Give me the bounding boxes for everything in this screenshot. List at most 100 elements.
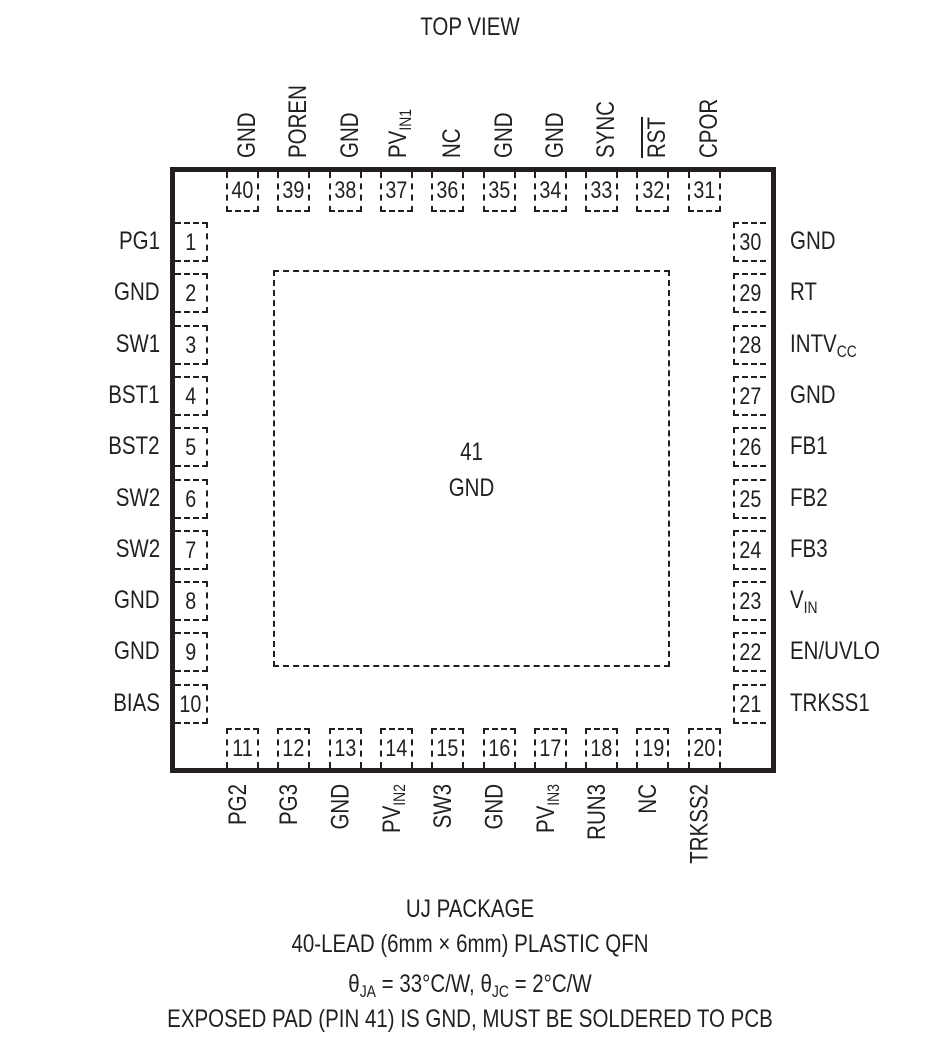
pin-name-text: SW3 (429, 784, 458, 829)
pin-name: SW2 (116, 535, 160, 563)
pin-name-text: PV (531, 805, 560, 834)
pin-number: 3 (185, 331, 196, 359)
pin-number: 25 (739, 485, 762, 513)
pin-2-pad: 2 (175, 273, 208, 314)
pin-name: TRKSS1 (790, 689, 870, 717)
pin-name-text: FB2 (790, 483, 828, 512)
pin-1-pad: 1 (175, 222, 208, 262)
pin-32-pad: 32 (636, 172, 670, 212)
pin-name: INTVCC (790, 330, 857, 361)
pin-34-pad: 34 (533, 172, 567, 212)
pin-name-text: TRKSS1 (790, 688, 870, 717)
pin-35-pad: 35 (482, 172, 516, 212)
pin-number: 31 (693, 177, 716, 204)
pin-number: 35 (488, 177, 510, 204)
pin-14-pad: 14 (379, 728, 413, 768)
pin-number: 40 (231, 177, 254, 204)
pin-10-pad: 10 (175, 683, 208, 724)
pin-38-label: GND (329, 112, 364, 158)
pin-name: PG1 (119, 227, 160, 255)
pin-18-label: RUN3 (583, 784, 619, 840)
pin-name-text: NC (634, 784, 663, 814)
pin-38-pad: 38 (328, 172, 362, 212)
pin-name-text: RUN3 (583, 784, 612, 840)
pin-number: 7 (185, 536, 196, 564)
pin-28-label: INTVCC (790, 330, 857, 361)
pin-number: 38 (334, 177, 357, 204)
pin-34-label: GND (534, 112, 569, 158)
theta-jc-symbol: θ (480, 970, 492, 998)
pin-name-text: NC (438, 128, 467, 158)
pin-name-text: RT (790, 278, 817, 307)
pin-name-text: BST1 (108, 380, 160, 409)
qfn-package-outline (170, 167, 776, 773)
pin-name: RST (643, 117, 671, 158)
pin-number: 11 (232, 735, 253, 762)
pin-18-pad: 18 (585, 728, 619, 768)
pin-28-pad: 28 (733, 324, 766, 365)
pin-number: 28 (739, 331, 762, 359)
pin-24-label: FB3 (790, 536, 828, 562)
pin-number: 8 (185, 588, 196, 616)
pin-name-text: FB1 (790, 432, 828, 461)
pin-13-pad: 13 (328, 728, 362, 768)
pin-26-pad: 26 (733, 427, 766, 468)
pin-39-label: POREN (277, 85, 312, 158)
pin-name-text: BIAS (113, 688, 160, 717)
pin-9-label: GND (114, 639, 160, 664)
pin-number: 37 (385, 177, 408, 204)
pin-23-pad: 23 (733, 581, 766, 622)
pin-number: 5 (185, 434, 196, 462)
pin-19-label: NC (634, 784, 670, 814)
pin-13-label: GND (327, 784, 363, 830)
pin-name: CPOR (695, 99, 723, 158)
pin-11-label: PG2 (224, 784, 260, 825)
pin-name: GND (336, 112, 364, 158)
pin-name-text: SYNC (592, 101, 621, 158)
pin-21-pad: 21 (733, 683, 766, 724)
pin-name-text: GND (114, 586, 160, 615)
pin-4-pad: 4 (175, 375, 208, 416)
pin-17-pad: 17 (533, 728, 567, 768)
pin-name-text: GND (540, 112, 569, 158)
pin-number: 18 (590, 735, 613, 762)
pin-24-pad: 24 (733, 529, 766, 570)
pin-35-label: GND (483, 112, 518, 158)
pin-27-label: GND (790, 381, 836, 409)
pin-8-pad: 8 (175, 581, 208, 622)
pin-30-pad: 30 (733, 222, 766, 262)
exposed-pad-number: 41 (460, 438, 483, 466)
pin-name: GND (790, 381, 836, 409)
exposed-pad-note: EXPOSED PAD (PIN 41) IS GND, MUST BE SOL… (167, 1005, 773, 1033)
pin-name-text: EN/UVLO (790, 637, 881, 666)
pin-name: GND (233, 112, 261, 158)
pin-number: 30 (739, 229, 762, 256)
pin-17-label: PVIN3 (532, 784, 568, 833)
pin-name-subscript: CC (836, 341, 857, 361)
pin-33-pad: 33 (585, 172, 619, 212)
pin-30-label: GND (790, 229, 836, 254)
package-caption-description: 40-LEAD (6mm × 6mm) PLASTIC QFN (291, 930, 649, 958)
pin-number: 39 (282, 177, 305, 204)
pin-16-pad: 16 (482, 728, 516, 768)
pin-29-label: RT (790, 280, 817, 305)
pin-name: POREN (284, 85, 312, 158)
pin-number: 19 (641, 735, 664, 762)
pin-2-label: GND (114, 280, 160, 305)
pin-name: PVIN1 (384, 109, 415, 158)
pin-16-label: GND (481, 784, 517, 830)
pin-number: 32 (641, 177, 664, 204)
pin-37-pad: 37 (379, 172, 413, 212)
pin-name: PG3 (275, 784, 303, 825)
pin-6-label: SW2 (116, 485, 160, 511)
pin-name-text: SW2 (115, 534, 160, 563)
pin-name: GND (481, 784, 509, 830)
pin-name-text: GND (335, 112, 364, 158)
pin-number: 27 (739, 382, 762, 410)
pin-number: 14 (385, 735, 408, 762)
page-title: TOP VIEW (420, 13, 520, 41)
pin-name-text: GND (489, 112, 518, 158)
pin-name: PVIN2 (378, 784, 409, 833)
pin-number: 10 (179, 690, 202, 718)
pin-7-label: SW2 (116, 535, 160, 563)
